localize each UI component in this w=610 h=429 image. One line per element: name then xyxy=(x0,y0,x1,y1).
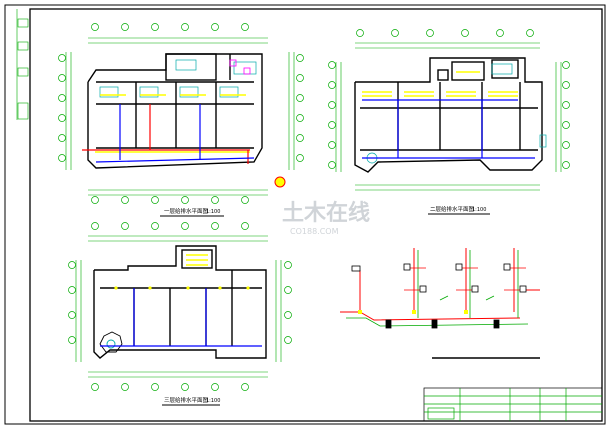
plan-1-north-marker xyxy=(274,176,286,188)
plan-2-title: 二层给排水平面图 xyxy=(430,205,475,213)
plan-2-drain xyxy=(362,99,535,159)
plan-1-walls xyxy=(87,53,263,169)
plan-1-drain xyxy=(95,104,255,163)
system-green-lines xyxy=(346,250,529,327)
plan-1-magenta-marks xyxy=(229,59,251,75)
system-fixture-boxes xyxy=(351,263,527,329)
watermark: 土木在线 CO188.COM xyxy=(282,200,370,236)
plan-1-hot-water xyxy=(95,94,250,153)
plan-1: 一层给排水平面图 1:100 xyxy=(58,23,304,217)
pipe-system-diagram xyxy=(340,248,540,359)
plan-1-supply xyxy=(82,104,250,164)
plan-3-drain xyxy=(100,288,262,347)
plan-1-scale: 1:100 xyxy=(206,209,220,215)
plan-3: 三层给排水平面图 1:100 xyxy=(68,222,292,406)
watermark-logo-text: 土木在线 xyxy=(282,200,370,226)
plan-3-title: 三层给排水平面图 xyxy=(164,396,209,404)
plan-1-fixtures xyxy=(99,59,257,98)
watermark-url: CO188.COM xyxy=(290,227,339,236)
plan-2-walls xyxy=(354,57,543,173)
plan-2-scale: 1:100 xyxy=(472,207,486,213)
binding-strip xyxy=(16,9,29,120)
plan-1-grid-bubbles xyxy=(58,23,304,204)
plan-2-dimensions xyxy=(335,42,562,191)
plan-1-dimensions xyxy=(65,37,295,196)
plan-3-fixtures xyxy=(99,331,123,353)
title-block xyxy=(423,387,603,422)
plan-3-scale: 1:100 xyxy=(206,398,220,404)
system-valves xyxy=(358,310,468,314)
sheet-border xyxy=(4,4,606,425)
plan-2-hot-water xyxy=(362,71,518,97)
plan-3-markers xyxy=(114,286,250,290)
plan-3-hot-water xyxy=(186,254,208,266)
plan-3-dimensions xyxy=(75,235,282,378)
plan-3-grid-bubbles xyxy=(68,222,292,391)
plan-1-title: 一层给排水平面图 xyxy=(164,207,209,215)
plan-2-grid-bubbles xyxy=(328,29,570,169)
plan-2: 二层给排水平面图 1:100 xyxy=(328,29,570,215)
